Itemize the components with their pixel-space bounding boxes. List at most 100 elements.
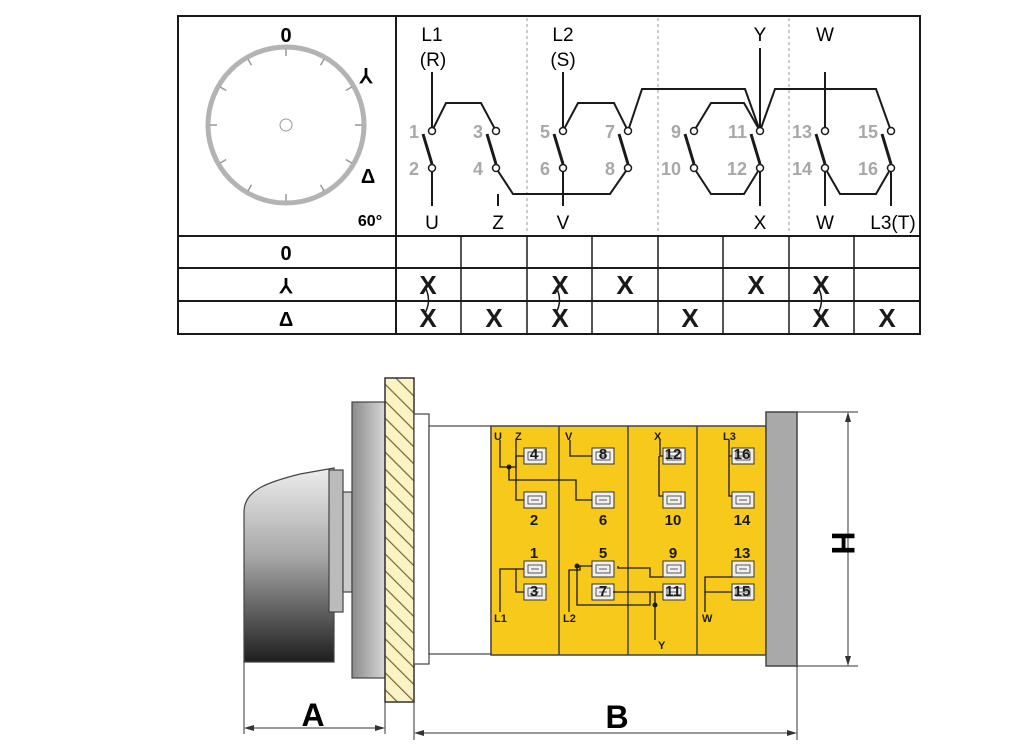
contact-blade — [485, 133, 498, 165]
contact-blade — [880, 133, 893, 165]
mounting-panel — [384, 377, 415, 703]
contact-number-top: 7 — [605, 122, 615, 142]
dimension-lines — [243, 411, 858, 740]
contact-schematic: L1 (R) L2 (S) Y W — [409, 25, 916, 234]
contact-terminal — [558, 126, 568, 136]
contact-terminal — [820, 126, 830, 136]
dimension-b-label: B — [605, 699, 628, 735]
dimension-drawing: U Z 4 2 1 3 L1 V 8 6 5 7 L2 X 12 10 9 11… — [243, 377, 861, 740]
rear-cover — [765, 411, 798, 667]
contact-number-top: 13 — [792, 122, 812, 142]
table-mark: X — [812, 270, 830, 300]
bottom-label-w: W — [816, 213, 834, 234]
contact-terminal — [623, 163, 633, 173]
contact-number-bottom: 2 — [409, 159, 419, 179]
dimension-h-label: H — [825, 531, 861, 554]
tag-l2: L2 — [563, 613, 576, 625]
bottom-label-v: V — [557, 213, 570, 234]
contact-number-top: 15 — [858, 122, 878, 142]
contact-terminal — [755, 126, 765, 136]
table-mark: X — [551, 270, 569, 300]
table-mark: X — [616, 270, 634, 300]
row-label-star: ⅄ — [279, 276, 293, 298]
dial-position-delta: Δ — [361, 166, 375, 188]
dimension-a-label: A — [301, 697, 324, 733]
terminal-16: 16 — [734, 446, 751, 463]
supply-l1-label: L1 — [421, 25, 442, 46]
contact-terminal — [558, 163, 568, 173]
table-mark: X — [812, 303, 830, 333]
dial-angle-label: 60° — [358, 213, 382, 230]
knob — [243, 467, 335, 663]
terminal-15: 15 — [734, 583, 751, 600]
dial-position-zero: 0 — [280, 25, 291, 47]
table-mark: X — [419, 303, 437, 333]
tag-w: W — [702, 613, 713, 625]
table-mark: X — [485, 303, 503, 333]
terminal-8: 8 — [599, 446, 607, 463]
contact-number-bottom: 12 — [727, 159, 747, 179]
terminal-3: 3 — [530, 583, 538, 600]
terminal-1: 1 — [530, 545, 538, 562]
terminal-2: 2 — [530, 512, 538, 529]
dimension-arrows — [244, 412, 851, 736]
supply-l2-label: L2 — [552, 25, 573, 46]
row-label-zero: 0 — [280, 243, 291, 265]
tag-l3: L3 — [723, 431, 736, 443]
bottom-label-z: Z — [492, 213, 504, 234]
dial-ticks — [210, 49, 362, 201]
contact-terminal — [427, 126, 437, 136]
tag-x: X — [654, 431, 662, 443]
tag-y: Y — [658, 640, 666, 652]
contact-number-bottom: 16 — [858, 159, 878, 179]
terminal-12: 12 — [665, 446, 682, 463]
front-bezel — [351, 401, 386, 679]
contact-number-top: 3 — [473, 122, 483, 142]
terminal-13: 13 — [734, 545, 751, 562]
contact-blade — [552, 133, 565, 165]
contact-terminal — [886, 126, 896, 136]
contact-terminal — [427, 163, 437, 173]
switching-diagram: 0 ⅄ Δ 60° L1 (R) L2 (S) Y W — [177, 15, 921, 335]
block-wiring — [499, 440, 732, 640]
bottom-label-u: U — [425, 213, 439, 234]
table-mark: X — [878, 303, 896, 333]
contact-terminal — [689, 163, 699, 173]
contact-number-bottom: 14 — [792, 159, 812, 179]
tag-u: U — [494, 431, 502, 443]
contact-number-bottom: 6 — [540, 159, 550, 179]
dial-ring — [205, 44, 367, 206]
wiring — [431, 48, 892, 206]
position-dial: 0 ⅄ Δ 60° — [205, 25, 382, 230]
dial-position-star: ⅄ — [359, 66, 373, 88]
terminal-9: 9 — [669, 545, 677, 562]
table-mark: X — [747, 270, 765, 300]
terminal-14: 14 — [734, 512, 751, 529]
contact-number-bottom: 4 — [473, 159, 483, 179]
contact-blade — [749, 133, 762, 165]
mark-links — [424, 286, 823, 314]
terminal-11: 11 — [665, 583, 681, 600]
contact-blade — [617, 133, 630, 165]
contact-number-top: 9 — [671, 122, 681, 142]
contact-terminal — [689, 126, 699, 136]
top-w-label: W — [816, 25, 834, 46]
row-label-delta: Δ — [279, 309, 293, 331]
contact-number-bottom: 8 — [605, 159, 615, 179]
knob-hub — [328, 469, 344, 613]
table-mark: X — [681, 303, 699, 333]
terminal-4: 4 — [530, 446, 539, 463]
terminal-5: 5 — [599, 545, 607, 562]
supply-l1-alt-label: (R) — [420, 50, 446, 71]
contact-blade — [814, 133, 827, 165]
contact-terminal — [755, 163, 765, 173]
tag-l1: L1 — [494, 613, 507, 625]
contact-terminal — [623, 126, 633, 136]
contact-terminal — [886, 163, 896, 173]
diagram-frame — [177, 15, 921, 335]
bottom-label-l3: L3(T) — [870, 213, 915, 234]
contact-number-top: 5 — [540, 122, 550, 142]
